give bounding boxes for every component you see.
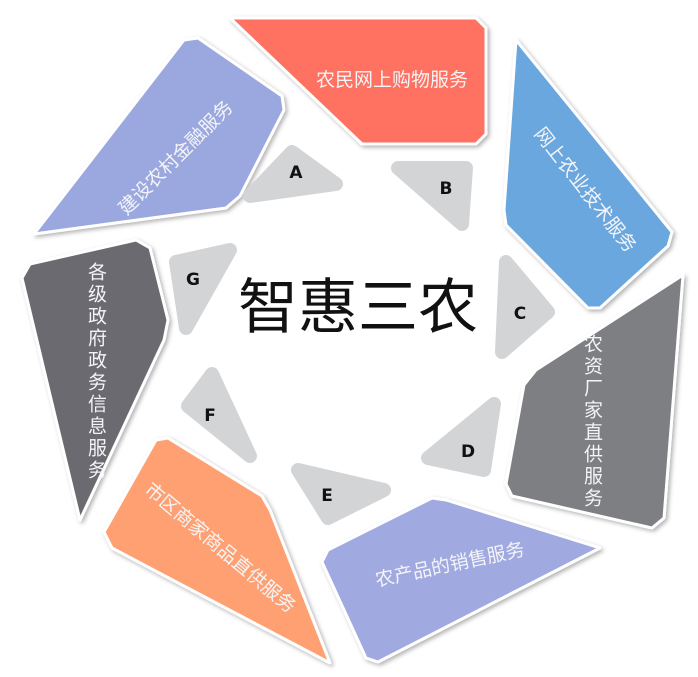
marker-label-f: F bbox=[204, 406, 216, 426]
service-label-agri-supply-direct: 农资厂家直供服务 bbox=[581, 334, 603, 510]
marker-label-g: G bbox=[186, 270, 200, 290]
marker-label-c: C bbox=[514, 304, 526, 324]
petal-agri-supply-direct bbox=[504, 273, 685, 530]
marker-label-b: B bbox=[440, 179, 453, 199]
petal-government-info bbox=[20, 238, 170, 522]
marker-label-e: E bbox=[321, 486, 333, 506]
service-label-government-info: 各级政府政务信息服务 bbox=[85, 262, 107, 482]
marker-triangle-f bbox=[181, 367, 257, 463]
petal-rural-finance bbox=[32, 36, 286, 236]
petal-online-agri-tech bbox=[502, 38, 674, 310]
petal-produce-sales bbox=[320, 496, 602, 664]
marker-triangle-b bbox=[391, 161, 473, 231]
marker-triangle-e bbox=[291, 463, 391, 525]
petal-city-merchant-goods bbox=[102, 436, 332, 665]
petal-online-shopping bbox=[228, 16, 488, 146]
marker-label-a: A bbox=[289, 163, 303, 183]
marker-triangle-g bbox=[169, 243, 237, 335]
service-label-online-shopping: 农民网上购物服务 bbox=[316, 69, 468, 91]
marker-triangle-a bbox=[243, 145, 343, 203]
marker-label-d: D bbox=[461, 442, 475, 462]
marker-triangle-d bbox=[421, 397, 501, 477]
marker-triangle-c bbox=[495, 255, 555, 359]
diagram-title: 智惠三农 bbox=[238, 273, 478, 343]
